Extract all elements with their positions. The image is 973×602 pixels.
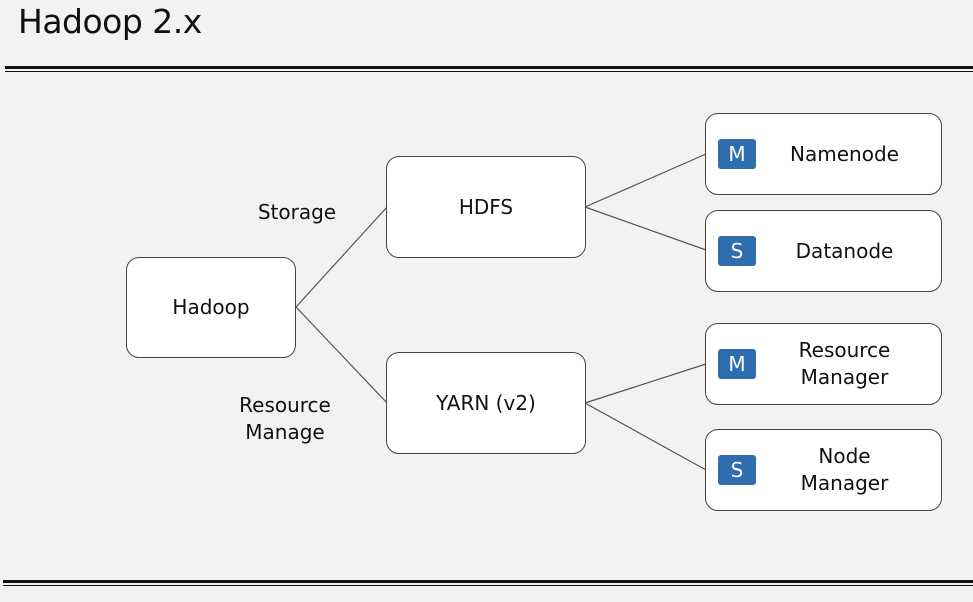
node-node-manager: S Node Manager [705, 429, 942, 511]
title-divider [5, 66, 973, 72]
edge-label-storage: Storage [257, 200, 337, 224]
link-hdfs-namenode [584, 153, 707, 208]
node-hdfs: HDFS [386, 156, 586, 258]
node-node-manager-label: Node Manager [800, 444, 889, 495]
slave-badge: S [718, 236, 756, 266]
node-namenode-label: Namenode [790, 141, 899, 166]
footer-divider [3, 580, 973, 586]
node-datanode: S Datanode [705, 210, 942, 292]
node-hadoop-label: Hadoop [172, 295, 250, 319]
node-hdfs-label: HDFS [458, 194, 514, 219]
master-badge: M [718, 139, 756, 169]
page-title: Hadoop 2.x [18, 2, 202, 41]
master-badge: M [718, 349, 756, 379]
edge-label-resource-manage: Resource Manage [239, 393, 331, 444]
node-yarn: YARN (v2) [386, 352, 586, 454]
node-hadoop: Hadoop [126, 257, 296, 358]
node-resource-manager-label: Resource Manager [798, 338, 891, 389]
link-yarn-resourcemanager [584, 363, 707, 404]
link-yarn-nodemanager [584, 402, 707, 471]
node-yarn-label: YARN (v2) [436, 390, 536, 415]
node-namenode: M Namenode [705, 113, 942, 195]
node-resource-manager: M Resource Manager [705, 323, 942, 405]
slave-badge: S [718, 455, 756, 485]
link-hadoop-hdfs [295, 206, 388, 308]
node-datanode-label: Datanode [795, 238, 894, 263]
link-hdfs-datanode [584, 206, 707, 251]
link-hadoop-yarn [295, 306, 388, 404]
